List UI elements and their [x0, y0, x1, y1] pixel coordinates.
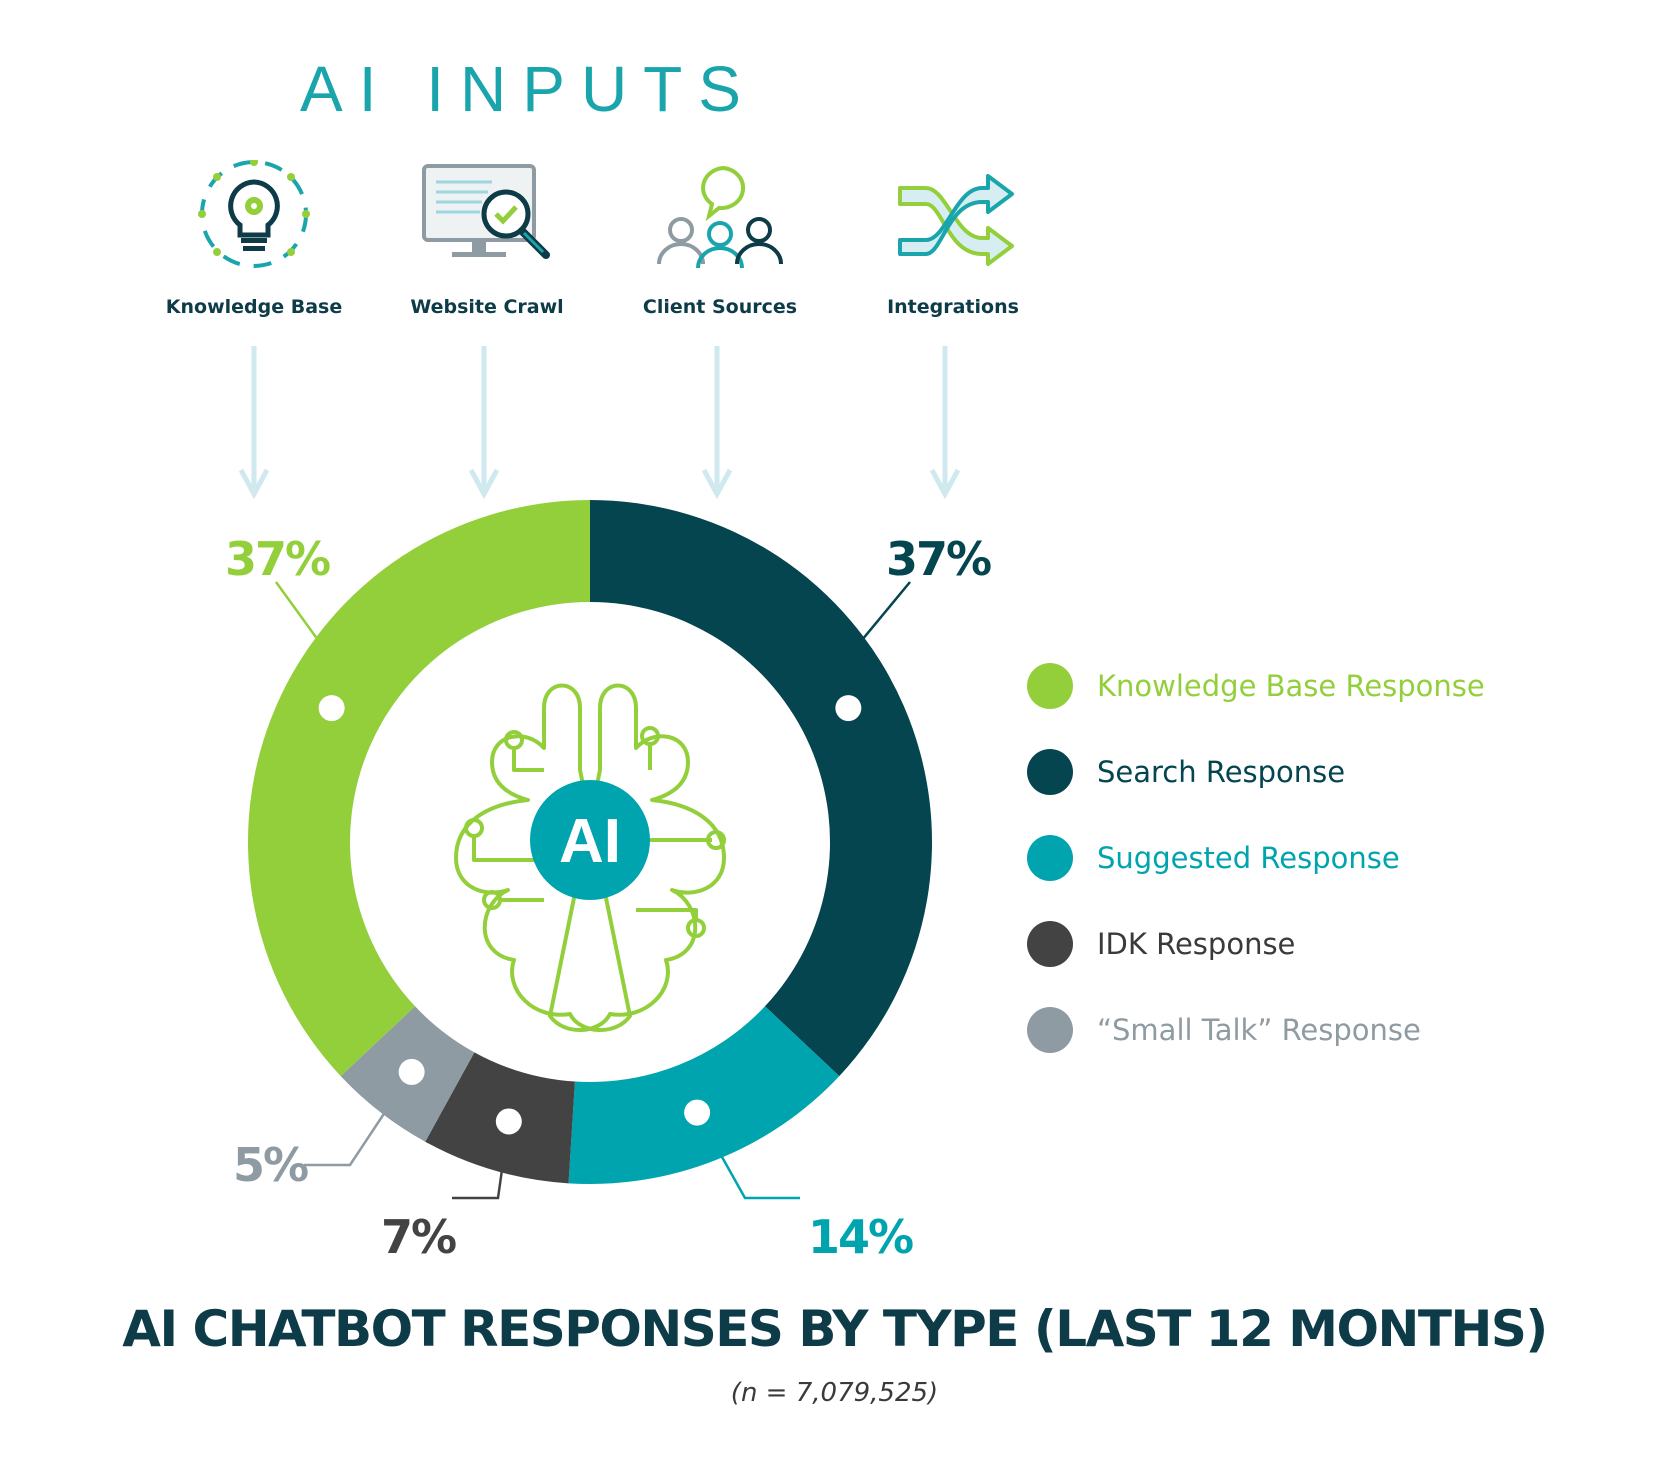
inputs-title: AI INPUTS — [300, 53, 757, 125]
legend-swatch — [1027, 749, 1073, 795]
crossing-arrows-icon — [898, 174, 1014, 266]
legend-swatch — [1027, 835, 1073, 881]
brain-circuit-icon — [454, 683, 726, 1032]
input-label: Website Crawl — [410, 296, 564, 318]
donut-slices — [248, 500, 932, 1184]
arrow-down-icon — [238, 468, 270, 500]
legend-item-idk: IDK Response — [1027, 918, 1295, 970]
input-client-sources: Client Sources — [605, 160, 835, 318]
legend-label: “Small Talk” Response — [1097, 1013, 1421, 1047]
arrow-down-icon — [468, 468, 500, 500]
legend-label: Knowledge Base Response — [1097, 669, 1485, 703]
legend-item-small-talk: “Small Talk” Response — [1027, 1004, 1421, 1056]
leader-dot — [398, 1058, 425, 1085]
leader-line — [304, 1071, 413, 1167]
input-integrations: Integrations — [838, 160, 1068, 318]
legend-item-suggested: Suggested Response — [1027, 832, 1400, 884]
legend-item-search: Search Response — [1027, 746, 1345, 798]
arrow-down-icon — [929, 468, 961, 500]
legend-swatch — [1027, 663, 1073, 709]
people-chat-icon — [657, 165, 783, 269]
chart-subtitle: (n = 7,079,525) — [730, 1378, 939, 1408]
leader-dot — [684, 1099, 711, 1126]
chart-title: AI CHATBOT RESPONSES BY TYPE (LAST 12 MO… — [122, 1300, 1548, 1358]
input-knowledge-base: Knowledge Base — [139, 160, 369, 318]
slice-suggested — [568, 1006, 840, 1184]
data-label-small-talk: 5% — [233, 1138, 309, 1192]
input-label: Knowledge Base — [165, 296, 343, 318]
leader-dot — [835, 695, 862, 722]
monitor-magnifier-icon — [422, 164, 550, 259]
center-ai-label: AI — [559, 807, 621, 876]
legend-label: IDK Response — [1097, 927, 1296, 961]
input-label: Integrations — [887, 296, 1019, 318]
legend-swatch — [1027, 1007, 1073, 1053]
input-label: Client Sources — [642, 296, 798, 318]
lightbulb-gear-icon — [198, 160, 310, 268]
arrow-down-icon — [701, 468, 733, 500]
leader-lines — [274, 581, 911, 1200]
leader-line — [847, 581, 911, 709]
slice-knowledge-base — [248, 500, 590, 1077]
legend-label: Search Response — [1097, 755, 1346, 789]
leader-line — [452, 1121, 511, 1200]
leader-line — [274, 581, 333, 709]
input-website-crawl: Website Crawl — [372, 160, 602, 318]
data-label-suggested: 14% — [808, 1210, 914, 1264]
legend-swatch — [1027, 921, 1073, 967]
data-label-search: 37% — [886, 532, 992, 586]
data-label-idk: 7% — [381, 1210, 457, 1264]
data-label-knowledge-base: 37% — [225, 532, 331, 586]
leader-dot — [495, 1108, 522, 1135]
leader-line — [696, 1111, 800, 1200]
slice-search — [590, 500, 932, 1077]
legend-item-knowledge-base: Knowledge Base Response — [1027, 660, 1485, 712]
input-arrows — [238, 346, 961, 500]
leader-dot — [318, 695, 345, 722]
legend-label: Suggested Response — [1097, 841, 1400, 875]
